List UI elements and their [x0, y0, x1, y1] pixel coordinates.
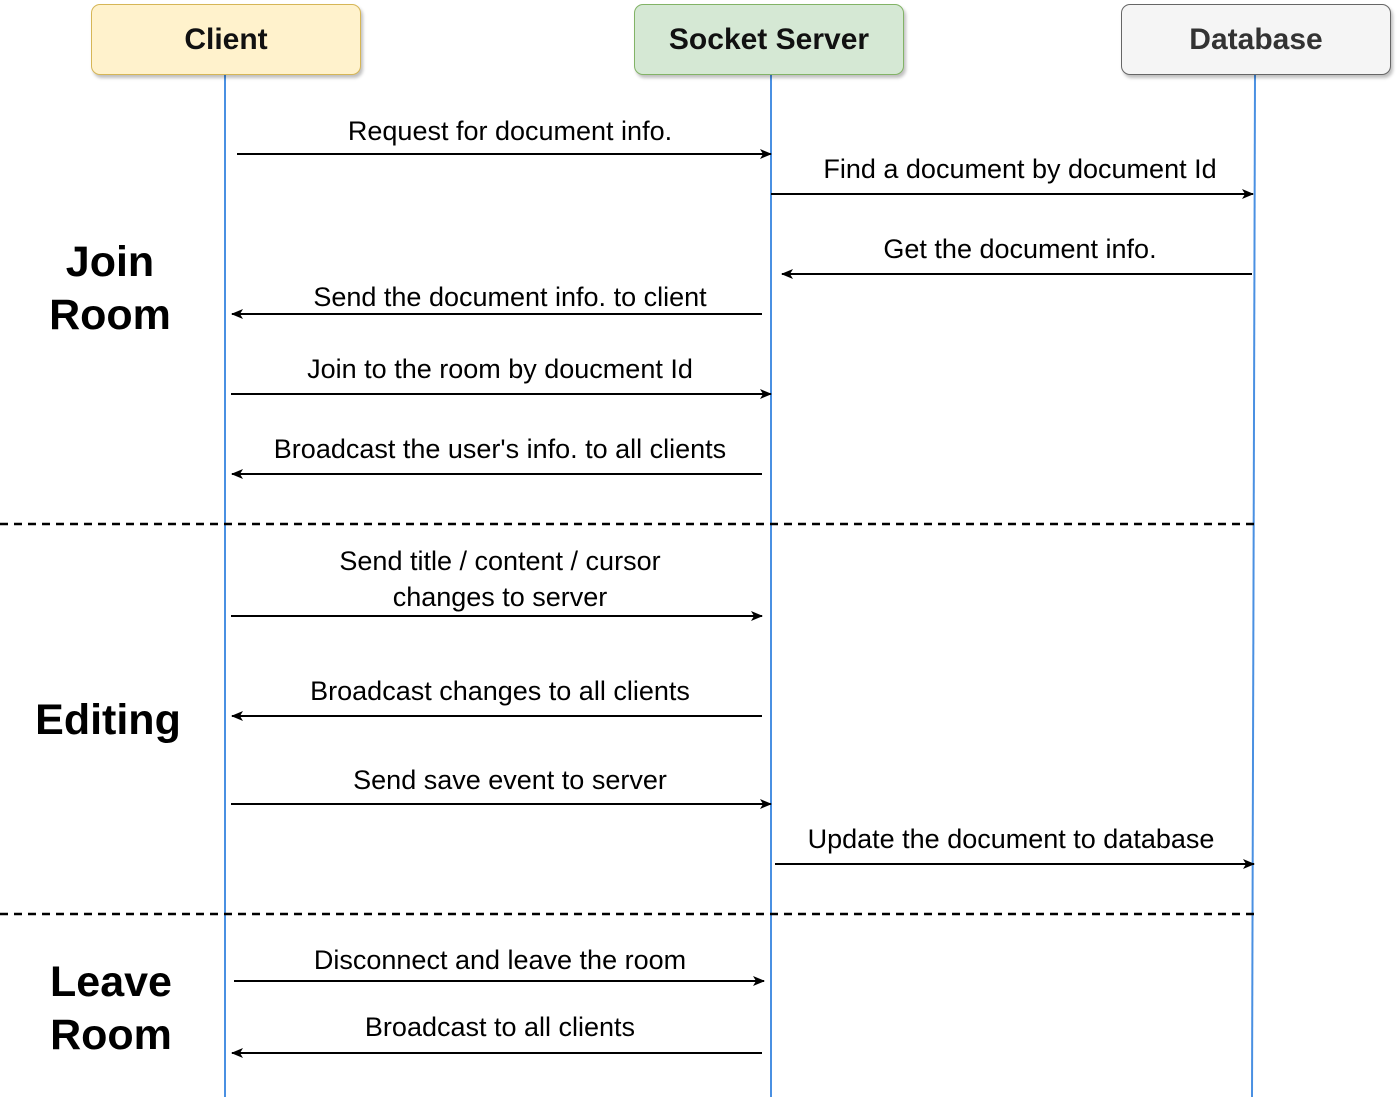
section-join-room-label: Join Room — [49, 238, 171, 339]
database-lifeline — [1251, 74, 1256, 1097]
message-broadcast-changes: Broadcast changes to all clients — [310, 676, 690, 706]
participant-socket-server: Socket Server — [634, 4, 904, 75]
participant-client: Client — [91, 4, 361, 75]
message-join-room-by-document-id: Join to the room by doucment Id — [307, 354, 693, 384]
section-leave-room-label: Leave Room — [50, 958, 172, 1059]
participant-database: Database — [1121, 4, 1391, 75]
message-get-document-info: Get the document info. — [883, 234, 1157, 264]
message-broadcast-to-all: Broadcast to all clients — [364, 1012, 636, 1042]
message-request-document-info: Request for document info. — [347, 116, 673, 146]
message-find-document-by-id: Find a document by document Id — [823, 154, 1217, 184]
message-send-document-info-to-client: Send the document info. to client — [313, 282, 707, 312]
message-send-save-event: Send save event to server — [353, 765, 667, 795]
message-send-changes-to-server: Send title / content / cursor changes to… — [339, 546, 661, 612]
message-broadcast-user-info: Broadcast the user's info. to all client… — [273, 434, 727, 464]
section-editing-label: Editing — [35, 696, 181, 744]
message-update-document-db: Update the document to database — [807, 824, 1215, 854]
message-disconnect-leave-room: Disconnect and leave the room — [313, 945, 687, 975]
